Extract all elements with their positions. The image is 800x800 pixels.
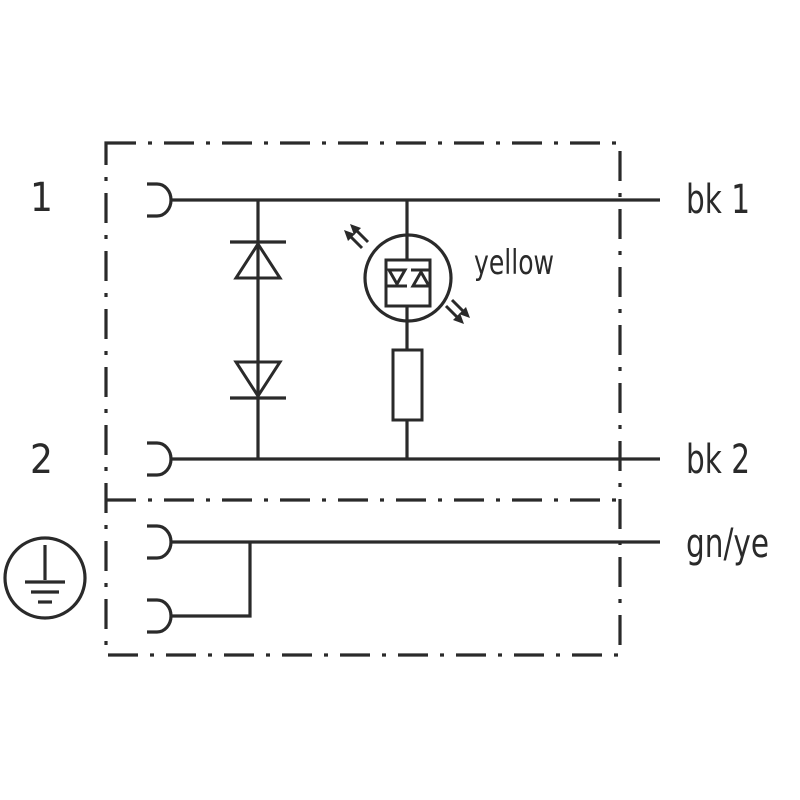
contact-socket-3 — [147, 524, 173, 560]
led-indicator-icon — [363, 233, 453, 350]
protective-earth-icon — [3, 536, 87, 620]
wire-label-gnye: gn/ye — [686, 521, 770, 567]
diode-upper-icon — [230, 240, 286, 280]
light-arrows-lower-icon — [444, 298, 470, 324]
contact-socket-2 — [147, 441, 173, 477]
pin-label-1: 1 — [30, 175, 53, 221]
wire-label-bk2: bk 2 — [686, 437, 750, 483]
pin-label-2: 2 — [30, 437, 53, 483]
resistor-icon — [391, 348, 424, 422]
contact-socket-1 — [147, 182, 173, 218]
wire-label-bk1: bk 1 — [686, 177, 750, 223]
contact-socket-4 — [147, 598, 173, 634]
led-color-label: yellow — [474, 243, 555, 283]
earth-bridge-wire — [171, 542, 252, 618]
diode-lower-icon — [230, 360, 286, 400]
connector-housing-frame — [104, 141, 622, 657]
light-arrows-upper-icon — [344, 224, 370, 250]
